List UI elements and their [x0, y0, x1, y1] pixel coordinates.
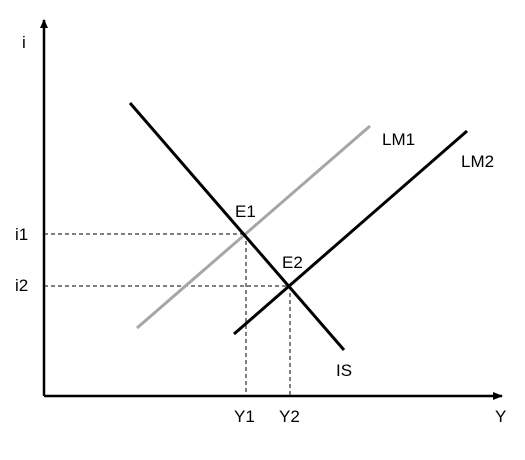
y2-label: Y2: [279, 407, 300, 426]
lm1-curve: [136, 124, 371, 330]
x-axis-label: Y: [495, 407, 506, 426]
i2-label: i2: [15, 276, 28, 295]
e2-label: E2: [282, 253, 303, 272]
y1-label: Y1: [234, 407, 255, 426]
lm2-curve: [233, 129, 468, 336]
is-label: IS: [336, 361, 352, 380]
is-curve: [128, 102, 346, 351]
y-axis-label: i: [22, 33, 26, 52]
i1-label: i1: [15, 225, 28, 244]
e1-label: E1: [235, 202, 256, 221]
lm1-label: LM1: [382, 130, 415, 149]
lm2-label: LM2: [461, 152, 494, 171]
